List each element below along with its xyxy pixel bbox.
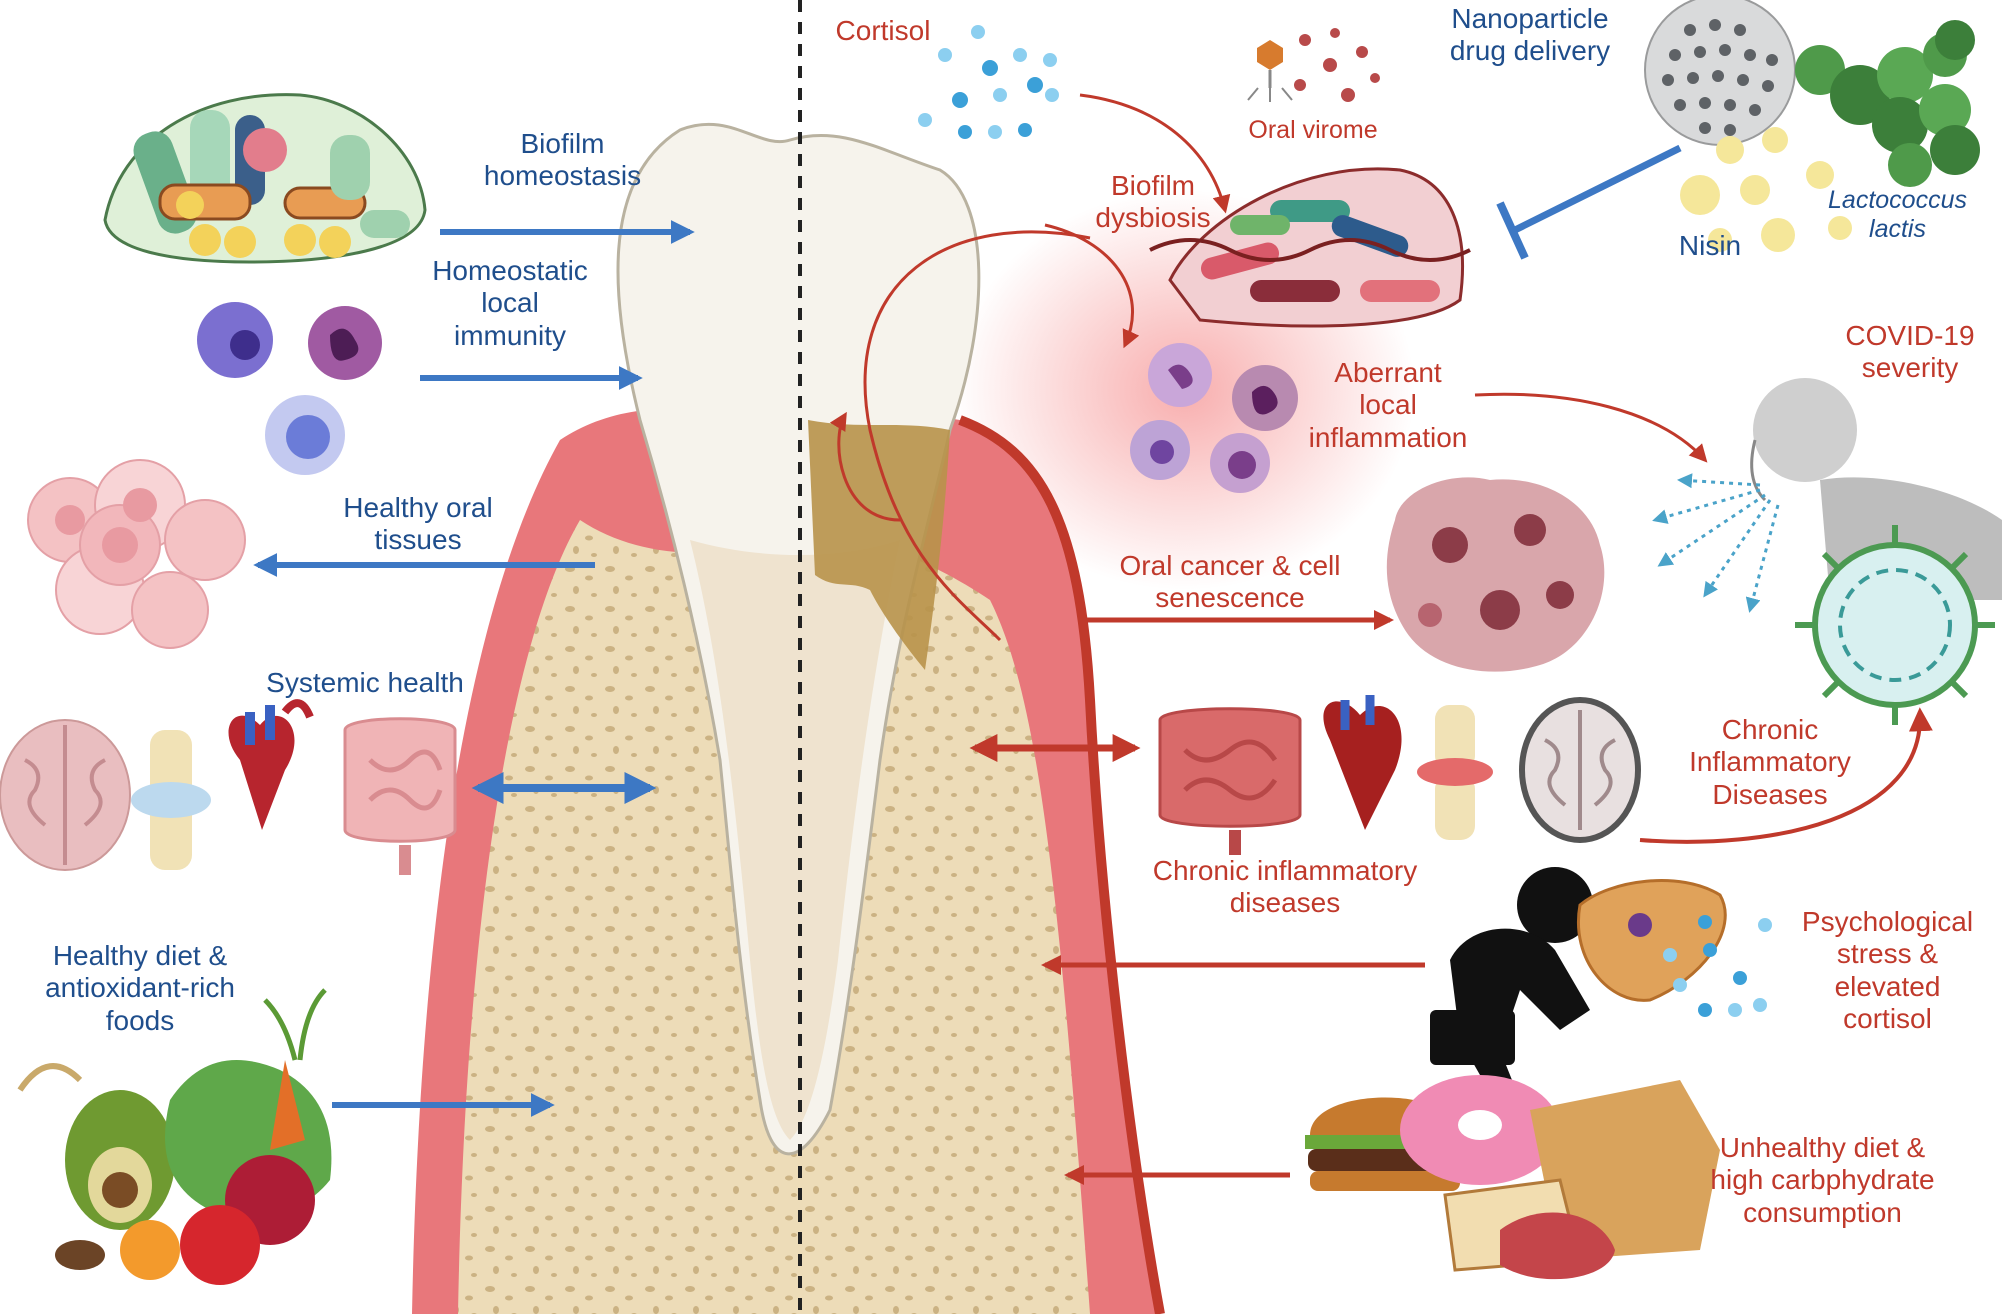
dysbiotic-biofilm-icon: [1149, 167, 1471, 328]
nanoparticle-label: Nanoparticle drug delivery: [1449, 3, 1611, 67]
stress-cortisol-particles: [1663, 915, 1772, 1017]
biofilm-dysbiosis-label: Biofilm dysbiosis: [1095, 170, 1211, 234]
cortisol-label: Cortisol: [835, 15, 931, 46]
cough-droplets: [1652, 473, 1780, 613]
inflamed-heart-icon: [1323, 695, 1402, 830]
nisin-label: Nisin: [1678, 230, 1742, 261]
unhealthy-diet-label: Unhealthy diet & high carbphydrate consu…: [1710, 1132, 1935, 1228]
biofilm-cluster-icon: [103, 93, 427, 264]
lactococcus-cells-icon: [1680, 20, 1980, 252]
immune-cells-icon: [197, 302, 382, 475]
oral-virome-label: Oral virome: [1248, 116, 1378, 144]
cancer-cells-icon: [1386, 477, 1605, 672]
vegetables-icon: [17, 988, 332, 1285]
inflammatory-cells-icon: [1130, 343, 1298, 493]
heart-icon: [228, 699, 314, 830]
knee-joint-icon: [131, 730, 211, 870]
oral-cancer-label: Oral cancer & cell senescence: [1119, 550, 1341, 614]
biofilm-homeostasis-label: Biofilm homeostasis: [483, 128, 642, 192]
healthy-oral-tissues-label: Healthy oral tissues: [343, 492, 493, 556]
psychological-stress-label: Psychological stress & elevated cortisol: [1801, 906, 1974, 1035]
chronic-inflammatory-diseases-caps-label: Chronic Inflammatory Diseases: [1689, 714, 1851, 810]
brain-icon: [0, 719, 131, 871]
virus-particles-icon: [1247, 28, 1380, 102]
homeostatic-immunity-label: Homeostatic local immunity: [432, 255, 588, 351]
inflamed-joint-icon: [1417, 705, 1493, 840]
right-arrows: [829, 93, 1933, 1185]
lactococcus-label: Lactococcus lactis: [1828, 186, 1967, 243]
adrenal-gland-icon: [1577, 879, 1727, 1002]
sars-cov-2-icon: [1795, 525, 1995, 725]
inhibition-bar: [1496, 201, 1529, 260]
chronic-inflammatory-diseases-label: Chronic inflammatory diseases: [1152, 855, 1418, 919]
aberrant-inflammation-label: Aberrant local inflammation: [1308, 357, 1468, 453]
left-arrows: [253, 220, 695, 1117]
covid-severity-label: COVID-19 severity: [1845, 320, 1975, 384]
epithelial-cells-icon: [27, 459, 246, 649]
cortisol-particles-icon: [918, 25, 1059, 139]
intestine-icon: [343, 717, 457, 875]
inhibition-line: [1513, 144, 1682, 234]
stressed-person-icon: [1430, 867, 1593, 1110]
brain-scan-icon: [1519, 697, 1641, 843]
systemic-health-label: Systemic health: [266, 667, 464, 698]
inflamed-intestine-icon: [1158, 707, 1302, 855]
junk-food-icon: [1305, 1075, 1720, 1280]
nanoparticle-icon: [1644, 0, 1796, 146]
healthy-diet-label: Healthy diet & antioxidant-rich foods: [45, 940, 235, 1036]
